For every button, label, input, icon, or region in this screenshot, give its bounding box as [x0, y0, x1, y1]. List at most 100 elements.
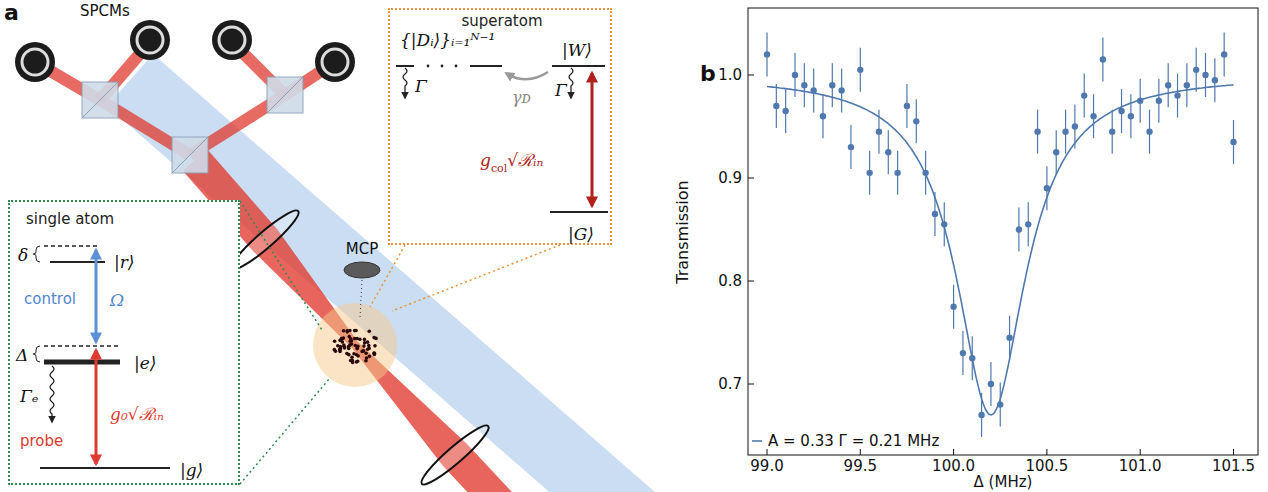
atom-dot	[342, 345, 346, 349]
tick-mark	[748, 281, 754, 282]
tick-label: 100.0	[932, 459, 975, 474]
tick-mark	[748, 75, 754, 76]
data-point	[1174, 92, 1180, 98]
state-label: |r⟩	[114, 254, 135, 271]
data-point	[1100, 56, 1106, 62]
mcp-detector	[344, 262, 380, 278]
data-point	[1165, 82, 1171, 88]
setup-illustration	[0, 0, 665, 492]
virtual-level	[44, 345, 118, 347]
fit-curve	[767, 85, 1234, 415]
energy-level	[552, 65, 605, 67]
atom-dot	[364, 351, 368, 355]
data-point	[1137, 98, 1143, 104]
beam-splitter	[267, 77, 303, 113]
data-point	[932, 211, 938, 217]
coupling-arrow	[591, 73, 594, 206]
virtual-level	[44, 245, 100, 247]
atom-dot	[353, 329, 357, 333]
atom-dot	[363, 338, 367, 342]
single-atom-box: single atomδ|r⟩controlΩΔ|e⟩Γₑprobeg₀√ℛᵢₙ…	[8, 200, 240, 485]
data-point	[941, 221, 947, 227]
atom-dot	[348, 339, 352, 343]
data-point	[764, 51, 770, 57]
atom-dot	[356, 359, 360, 363]
data-point	[997, 401, 1003, 407]
data-point	[838, 87, 844, 93]
beam-splitter	[172, 137, 208, 173]
lens	[417, 420, 494, 490]
probe-arrow	[95, 350, 98, 464]
atom-dot	[341, 337, 345, 341]
tick-mark	[953, 449, 954, 455]
data-point	[1221, 51, 1227, 57]
data-point	[885, 149, 891, 155]
beam-splitter	[82, 82, 118, 118]
data-point	[857, 67, 863, 73]
data-point	[950, 304, 956, 310]
spcm-detector	[212, 20, 252, 60]
decay-arrow	[403, 68, 407, 98]
data-point	[1128, 113, 1134, 119]
tick-label: 99.0	[750, 459, 783, 474]
atom-dot	[347, 353, 351, 357]
data-point	[904, 103, 910, 109]
data-point	[1146, 128, 1152, 134]
data-point	[773, 103, 779, 109]
data-point	[1156, 98, 1162, 104]
leader-line	[240, 201, 330, 484]
axis-title: Δ (MHz)	[974, 475, 1033, 490]
coupling-label: √ℛᵢₙ	[507, 152, 543, 169]
data-point	[894, 170, 900, 176]
atom-dot	[348, 343, 352, 347]
atom-dot	[368, 355, 372, 359]
state-label: |G⟩	[568, 226, 594, 243]
rate-label: Γ	[555, 82, 567, 99]
tick-mark	[1046, 449, 1047, 455]
tick-mark	[767, 449, 768, 455]
data-point	[978, 412, 984, 418]
tick-mark	[748, 178, 754, 179]
tick-mark	[1140, 449, 1141, 455]
box-ground	[388, 8, 612, 245]
data-point	[1109, 128, 1115, 134]
decay-arrow	[569, 68, 573, 98]
atom-dot	[342, 329, 346, 333]
legend-text: A = 0.33 Γ = 0.21 MHz	[768, 434, 939, 449]
energy-level	[470, 65, 502, 67]
atom-dot	[333, 348, 337, 352]
state-label: {|Dᵢ⟩}ᵢ₌₁ᴺ⁻¹	[400, 32, 495, 49]
spcm-detector	[22, 49, 48, 75]
beam-splitter	[267, 77, 303, 113]
atom-dot	[347, 347, 351, 351]
data-point	[1006, 334, 1012, 340]
spcm-detector	[15, 42, 55, 82]
data-point	[1044, 185, 1050, 191]
detuning-brace	[33, 246, 40, 262]
atom-dot	[366, 340, 370, 344]
energy-level	[40, 467, 170, 469]
atom-dot	[348, 329, 352, 333]
coupling-label: col	[491, 163, 507, 174]
atom-dot	[340, 337, 344, 341]
box-title: superatom	[461, 14, 542, 29]
legend-swatch	[752, 440, 762, 442]
detuning-brace	[33, 346, 40, 362]
data-point	[913, 118, 919, 124]
beam-label: probe	[20, 434, 63, 449]
beam-splitter	[82, 77, 303, 173]
level-dots	[441, 65, 444, 68]
atom-dot	[355, 337, 359, 341]
data-point	[1081, 92, 1087, 98]
atom-dot	[339, 345, 343, 349]
atom-dot	[340, 337, 344, 341]
atom-dot	[362, 344, 366, 348]
plot-frame	[748, 8, 1258, 455]
state-label: |W⟩	[562, 42, 592, 59]
atom-dot	[347, 335, 351, 339]
rate-label: Γ	[415, 78, 427, 95]
atom-dot	[366, 347, 370, 351]
energy-level	[396, 65, 414, 67]
rate-label: γᴅ	[512, 90, 531, 106]
